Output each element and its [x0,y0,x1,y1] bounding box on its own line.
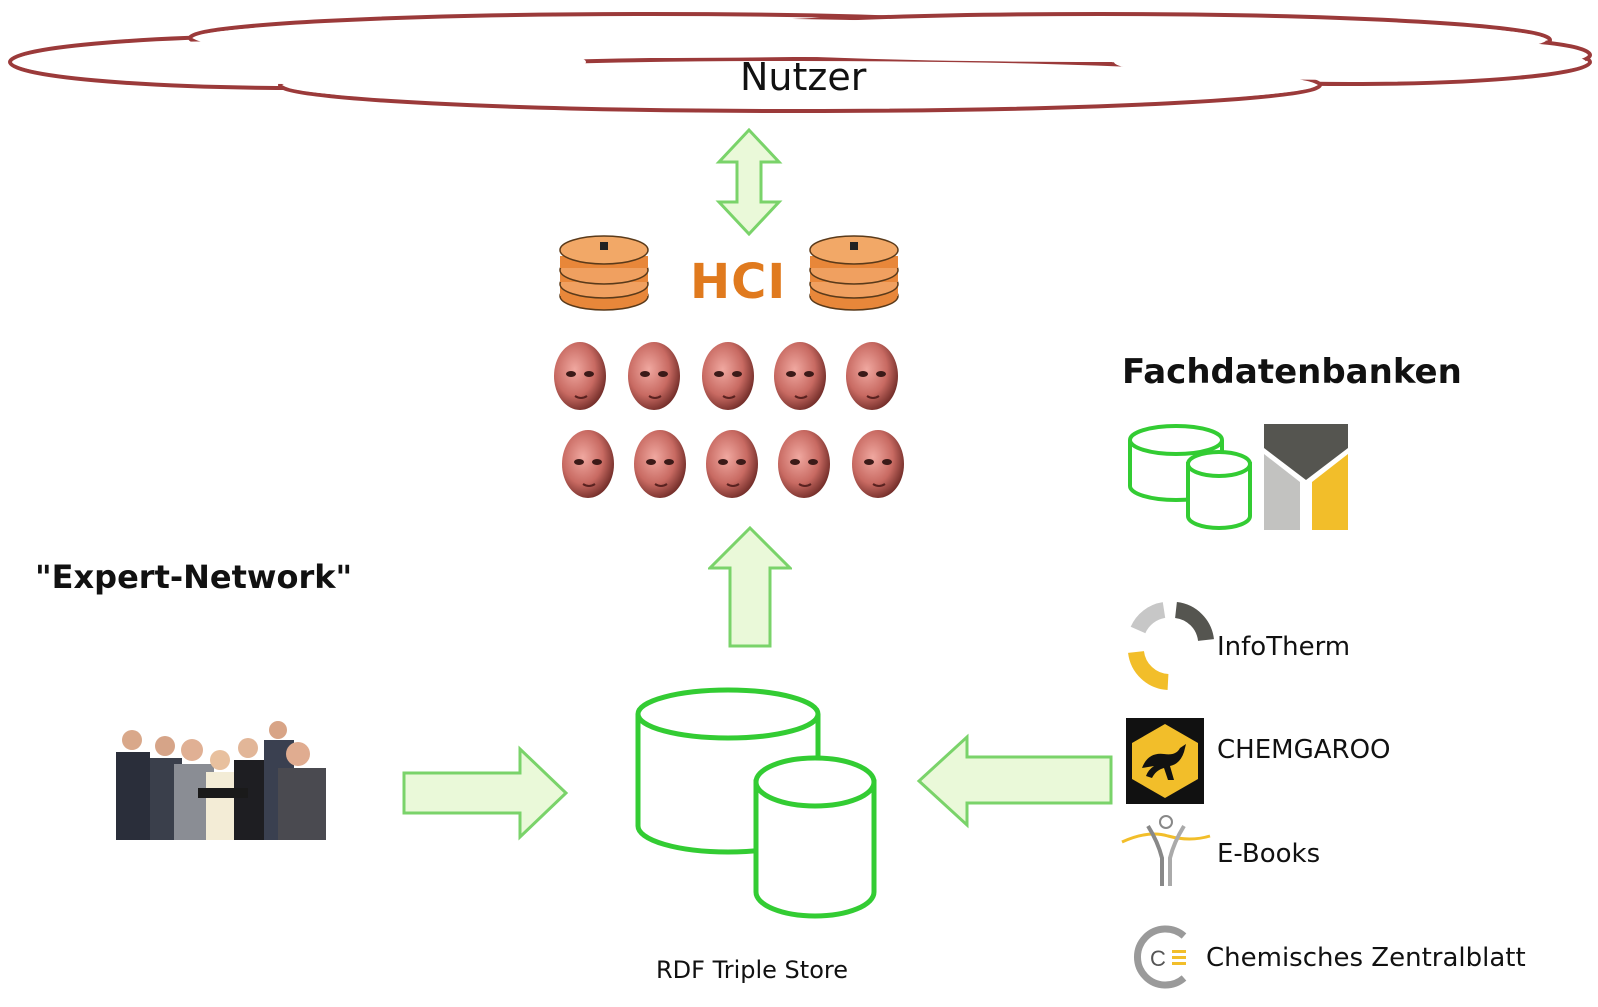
fachdatenbanken-title: Fachdatenbanken [1122,352,1462,392]
store-label: RDF Triple Store [656,956,848,984]
kangaroo-logo-icon [1126,718,1204,804]
hci-label: HCI [690,254,787,310]
source-label-ebooks: E-Books [1217,839,1321,869]
infotherm-logo-icon [1124,600,1216,692]
fachdatenbanken-logo-icon [1264,424,1348,530]
rdf-store-icon [632,686,882,926]
svg-text:C: C [1150,946,1166,971]
disk-stack-icon [558,232,650,314]
source-label-zentralblatt: Chemisches Zentralblatt [1206,943,1526,973]
ebooks-logo-icon [1118,812,1214,888]
up-arrow-icon [708,526,792,650]
heads-grid [545,338,915,508]
cloud-label: Nutzer [740,55,867,99]
double-arrow-icon [715,128,783,236]
disk-stack-icon [808,232,900,314]
database-icon [1126,420,1256,532]
source-label-infotherm: InfoTherm [1217,632,1351,662]
source-label-chemgaroo: CHEMGAROO [1217,735,1391,765]
user-cloud [0,0,1598,125]
expert-photo [110,718,332,840]
zentralblatt-logo-icon: C [1128,922,1198,992]
left-arrow-icon [915,733,1115,829]
expert-network-label: "Expert-Network" [35,558,353,596]
right-arrow-icon [400,745,570,841]
